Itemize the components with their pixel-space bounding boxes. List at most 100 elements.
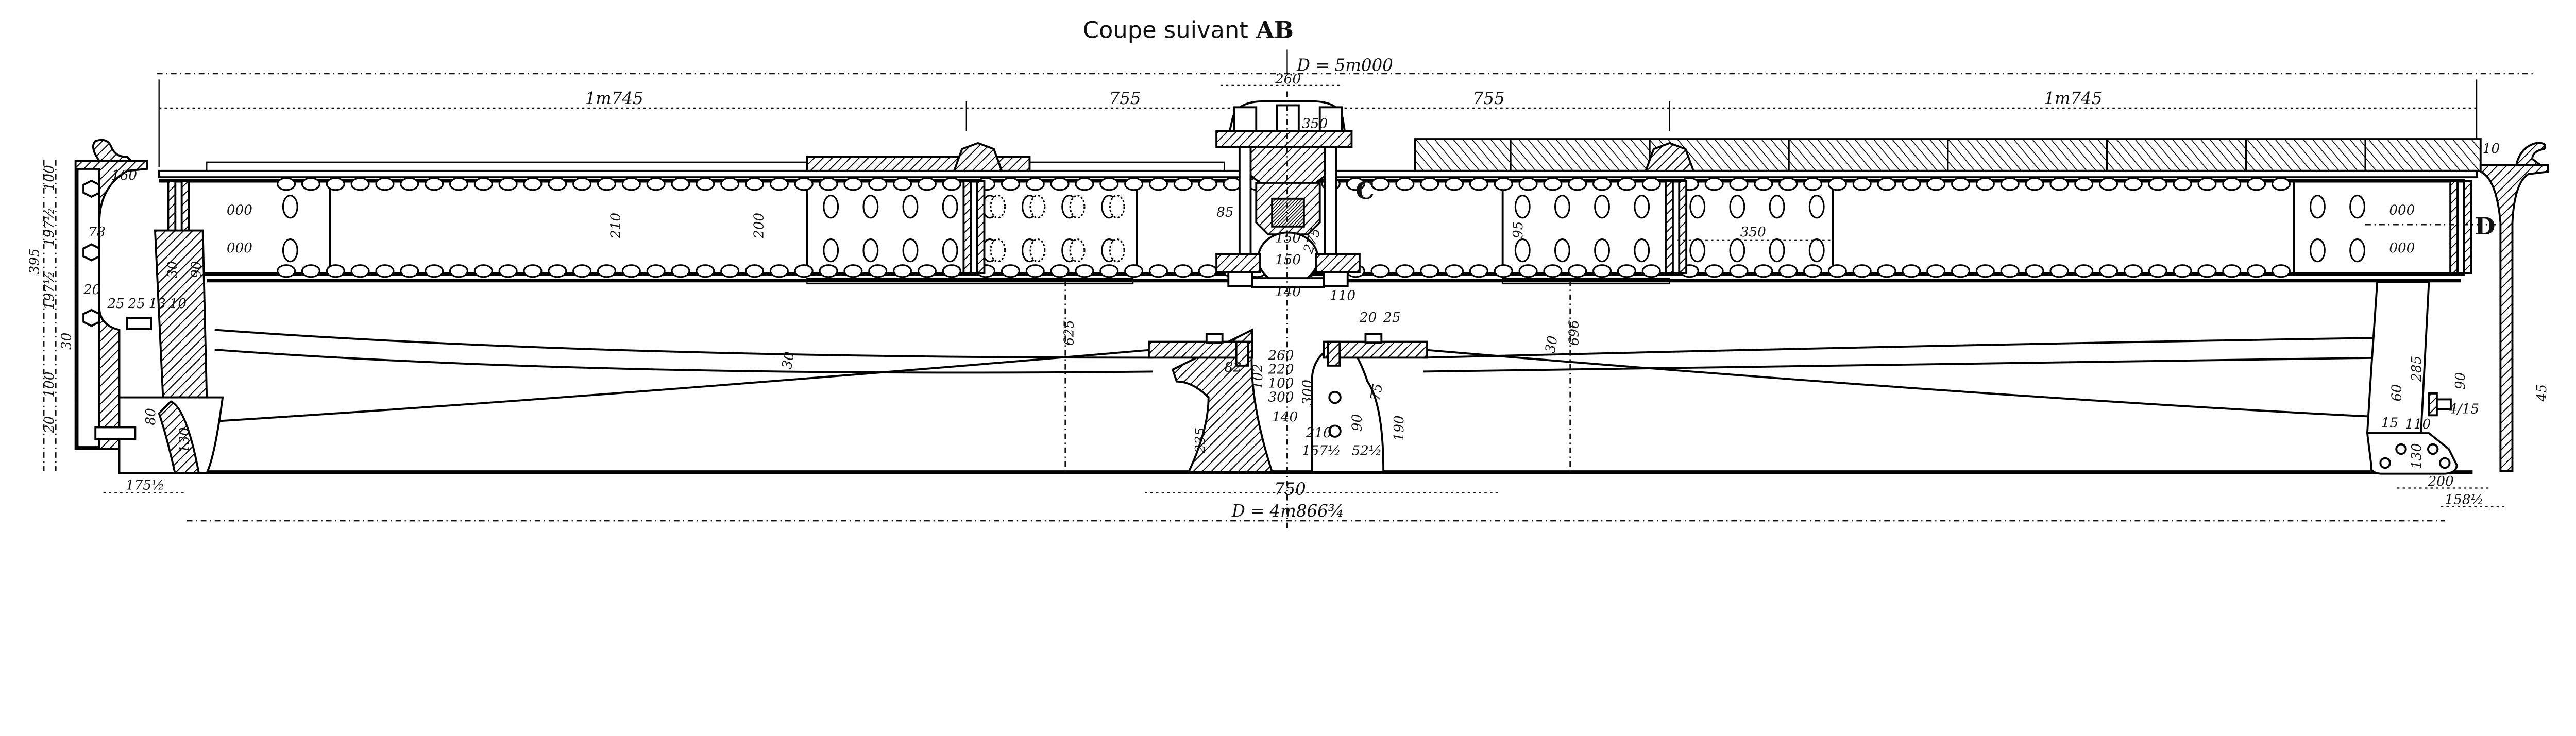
rivet bbox=[1778, 264, 1798, 278]
rivet bbox=[473, 264, 493, 278]
bolt-hole bbox=[2427, 443, 2439, 455]
dimension-label: 25 bbox=[1383, 310, 1400, 326]
dimension-label: 20 bbox=[42, 416, 57, 434]
left-deck-boards bbox=[206, 161, 1225, 172]
rivet bbox=[671, 264, 690, 278]
rivet bbox=[696, 264, 715, 278]
rivet bbox=[2247, 177, 2266, 191]
right-end-casting bbox=[2479, 164, 2549, 472]
dimension-label: 13 bbox=[149, 296, 166, 312]
rivet bbox=[819, 177, 838, 191]
rivet bbox=[1827, 177, 1847, 191]
pedestal-right bbox=[1311, 340, 1385, 473]
cap-plate bbox=[1215, 130, 1353, 148]
rivet bbox=[1029, 195, 1046, 219]
rivet bbox=[1729, 238, 1745, 263]
rivet bbox=[1029, 238, 1046, 263]
left-end-block bbox=[154, 229, 208, 399]
dimension-label: 285 bbox=[2409, 356, 2425, 382]
rivet bbox=[942, 195, 958, 219]
rivet bbox=[621, 264, 641, 278]
right-center-label: 755 bbox=[1473, 89, 1505, 108]
rivet bbox=[2025, 177, 2044, 191]
rivet bbox=[1754, 264, 1773, 278]
title-section: AB bbox=[1256, 16, 1294, 43]
dimension-label: 300 bbox=[1300, 380, 1315, 405]
rivet bbox=[862, 238, 879, 263]
dimension-label: 90 bbox=[2453, 372, 2468, 389]
dimension-label: 10 bbox=[170, 296, 187, 312]
bolt bbox=[126, 317, 152, 330]
dimension-label: 85 bbox=[1216, 205, 1233, 220]
rivet bbox=[1223, 177, 1242, 191]
rivet bbox=[1370, 177, 1390, 191]
rivet bbox=[1173, 177, 1193, 191]
dimension-label: 110 bbox=[1330, 288, 1355, 304]
rivet bbox=[2148, 177, 2167, 191]
dimension-label: 175½ bbox=[126, 478, 164, 493]
rivet bbox=[902, 238, 919, 263]
rivet bbox=[990, 195, 1006, 219]
rivet bbox=[1641, 264, 1661, 278]
dimension-label: 95 bbox=[1511, 221, 1526, 238]
rivet bbox=[1370, 264, 1390, 278]
nut-icon bbox=[82, 243, 100, 262]
rivet bbox=[1494, 264, 1513, 278]
rivet bbox=[769, 177, 789, 191]
washer bbox=[2428, 392, 2438, 417]
rivet bbox=[1689, 238, 1706, 263]
rivet bbox=[1704, 264, 1724, 278]
bolt-head bbox=[1318, 106, 1343, 132]
dimension-label: 220 bbox=[1267, 362, 1294, 377]
dimension-label: 200 bbox=[751, 213, 767, 239]
rivet bbox=[425, 264, 444, 278]
bolt-nut bbox=[1323, 271, 1349, 287]
dimension-label: 210 bbox=[1306, 425, 1332, 441]
dimension-label: 200 bbox=[2428, 474, 2454, 489]
rivet-group-label: 000 bbox=[2389, 203, 2415, 218]
bolt-head bbox=[1233, 106, 1258, 132]
rivet bbox=[2049, 264, 2069, 278]
rivet bbox=[1069, 238, 1086, 263]
rivet bbox=[326, 177, 345, 191]
bottom-dimensions: 750 D = 4m866¾ 200 158½ 175½ bbox=[103, 474, 2505, 522]
rivet bbox=[794, 264, 814, 278]
rivet bbox=[893, 264, 912, 278]
rivet bbox=[1075, 177, 1094, 191]
rivet-group-label: 000 bbox=[227, 203, 252, 218]
dimension-label: 30 bbox=[1543, 335, 1561, 354]
rivet bbox=[1198, 264, 1217, 278]
rivet bbox=[843, 264, 863, 278]
dimension-label: 696 bbox=[1566, 320, 1582, 346]
rivet bbox=[2173, 264, 2192, 278]
rivet bbox=[942, 264, 961, 278]
rivet bbox=[1494, 177, 1513, 191]
rivet bbox=[1594, 238, 1610, 263]
rivet bbox=[1109, 195, 1125, 219]
rivet bbox=[696, 177, 715, 191]
left-end-bearing: 160 100 197½ 197½ 395 78 20 30 100 20 13… bbox=[27, 139, 224, 474]
rivet bbox=[375, 177, 395, 191]
rivet bbox=[2074, 177, 2094, 191]
rivet bbox=[1641, 177, 1661, 191]
rivet bbox=[1729, 177, 1749, 191]
rivet bbox=[1852, 264, 1872, 278]
longitudinal-girders: 000 000 000 000 210 200 95 350 D bbox=[159, 177, 2505, 285]
rivet bbox=[1617, 177, 1636, 191]
rivet-group-label: 000 bbox=[227, 241, 252, 256]
rivet bbox=[1634, 195, 1650, 219]
rivet bbox=[917, 177, 937, 191]
rivet bbox=[1594, 195, 1610, 219]
rivet bbox=[1514, 238, 1531, 263]
top-dimensions: D = 5m000 260 1m745 755 755 1m745 bbox=[157, 49, 2536, 167]
engineering-drawing: Coupe suivant AB D = 5m000 260 1m745 755… bbox=[27, 16, 2550, 529]
rivet bbox=[1778, 177, 1798, 191]
rivet bbox=[1769, 195, 1785, 219]
rivet bbox=[523, 264, 543, 278]
rivet bbox=[2123, 264, 2143, 278]
rivet bbox=[1099, 177, 1119, 191]
right-span-label: 1m745 bbox=[2044, 89, 2102, 108]
center-pedestal: 260 220 100 300 102 140 300 210 157½ 90 … bbox=[1148, 310, 1428, 473]
rivet bbox=[277, 177, 296, 191]
rivet bbox=[1592, 264, 1612, 278]
